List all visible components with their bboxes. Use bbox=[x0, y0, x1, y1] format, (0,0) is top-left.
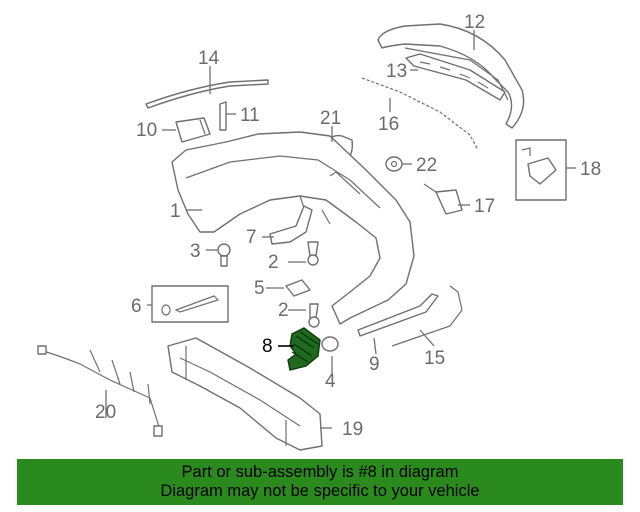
callout-5: 5 bbox=[254, 278, 265, 299]
part-8-highlighted-bracket bbox=[287, 327, 321, 371]
banner-line-part-info: Part or sub-assembly is #8 in diagram bbox=[181, 463, 459, 481]
callout-17: 17 bbox=[474, 196, 495, 217]
callout-9: 9 bbox=[369, 354, 380, 375]
callout-2-lower: 2 bbox=[278, 300, 289, 321]
callout-8: 8 bbox=[262, 336, 273, 357]
callout-2-upper: 2 bbox=[268, 252, 279, 273]
part-3-bolt bbox=[217, 243, 231, 267]
part-16-trim-strip bbox=[361, 77, 479, 151]
callout-4: 4 bbox=[325, 371, 336, 392]
banner-line-disclaimer: Diagram may not be specific to your vehi… bbox=[160, 482, 480, 500]
callout-18: 18 bbox=[580, 159, 601, 180]
callout-11: 11 bbox=[240, 105, 260, 126]
callout-21: 21 bbox=[320, 108, 341, 129]
callout-3: 3 bbox=[190, 241, 201, 262]
callout-20: 20 bbox=[95, 402, 116, 423]
callout-12: 12 bbox=[464, 12, 485, 33]
leader-lines bbox=[105, 30, 576, 429]
part-6-tow-eye-inset bbox=[151, 285, 229, 323]
callout-1: 1 bbox=[170, 201, 181, 222]
part-18-bracket-inset bbox=[515, 139, 567, 201]
callout-6: 6 bbox=[131, 296, 142, 317]
callout-19: 19 bbox=[342, 419, 363, 440]
part-5-clip-nut bbox=[285, 279, 311, 297]
callout-7: 7 bbox=[246, 227, 257, 248]
callout-14: 14 bbox=[198, 48, 220, 69]
callout-15: 15 bbox=[424, 348, 445, 369]
callout-16: 16 bbox=[378, 114, 399, 135]
parts-diagram: 1 2 2 3 4 5 6 7 8 9 10 11 12 13 14 15 16… bbox=[37, 12, 601, 451]
part-19-bumper-carrier bbox=[167, 337, 323, 451]
part-7-bracket bbox=[269, 205, 313, 245]
part-2-screw-upper bbox=[307, 241, 319, 266]
callout-labels: 1 2 2 3 4 5 6 7 8 9 10 11 12 13 14 15 16… bbox=[95, 12, 601, 440]
callout-22: 22 bbox=[416, 155, 437, 176]
callout-13: 13 bbox=[386, 61, 407, 82]
part-17-sensor-bracket bbox=[423, 183, 463, 215]
part-4-plug bbox=[321, 336, 339, 352]
part-2-screw-lower bbox=[308, 303, 320, 328]
part-10-tow-hook-cover bbox=[175, 117, 211, 143]
part-14-molding-strip bbox=[145, 79, 269, 109]
part-9-trim-strip bbox=[357, 293, 439, 337]
part-15-molding bbox=[391, 285, 463, 347]
part-11-clip bbox=[219, 101, 227, 131]
disclaimer-banner: Part or sub-assembly is #8 in diagram Di… bbox=[17, 459, 623, 505]
part-13-reflector-strip bbox=[405, 53, 506, 101]
part-20-wiring-harness bbox=[37, 345, 163, 437]
part-22-grommet bbox=[385, 156, 403, 172]
callout-10: 10 bbox=[136, 120, 157, 141]
